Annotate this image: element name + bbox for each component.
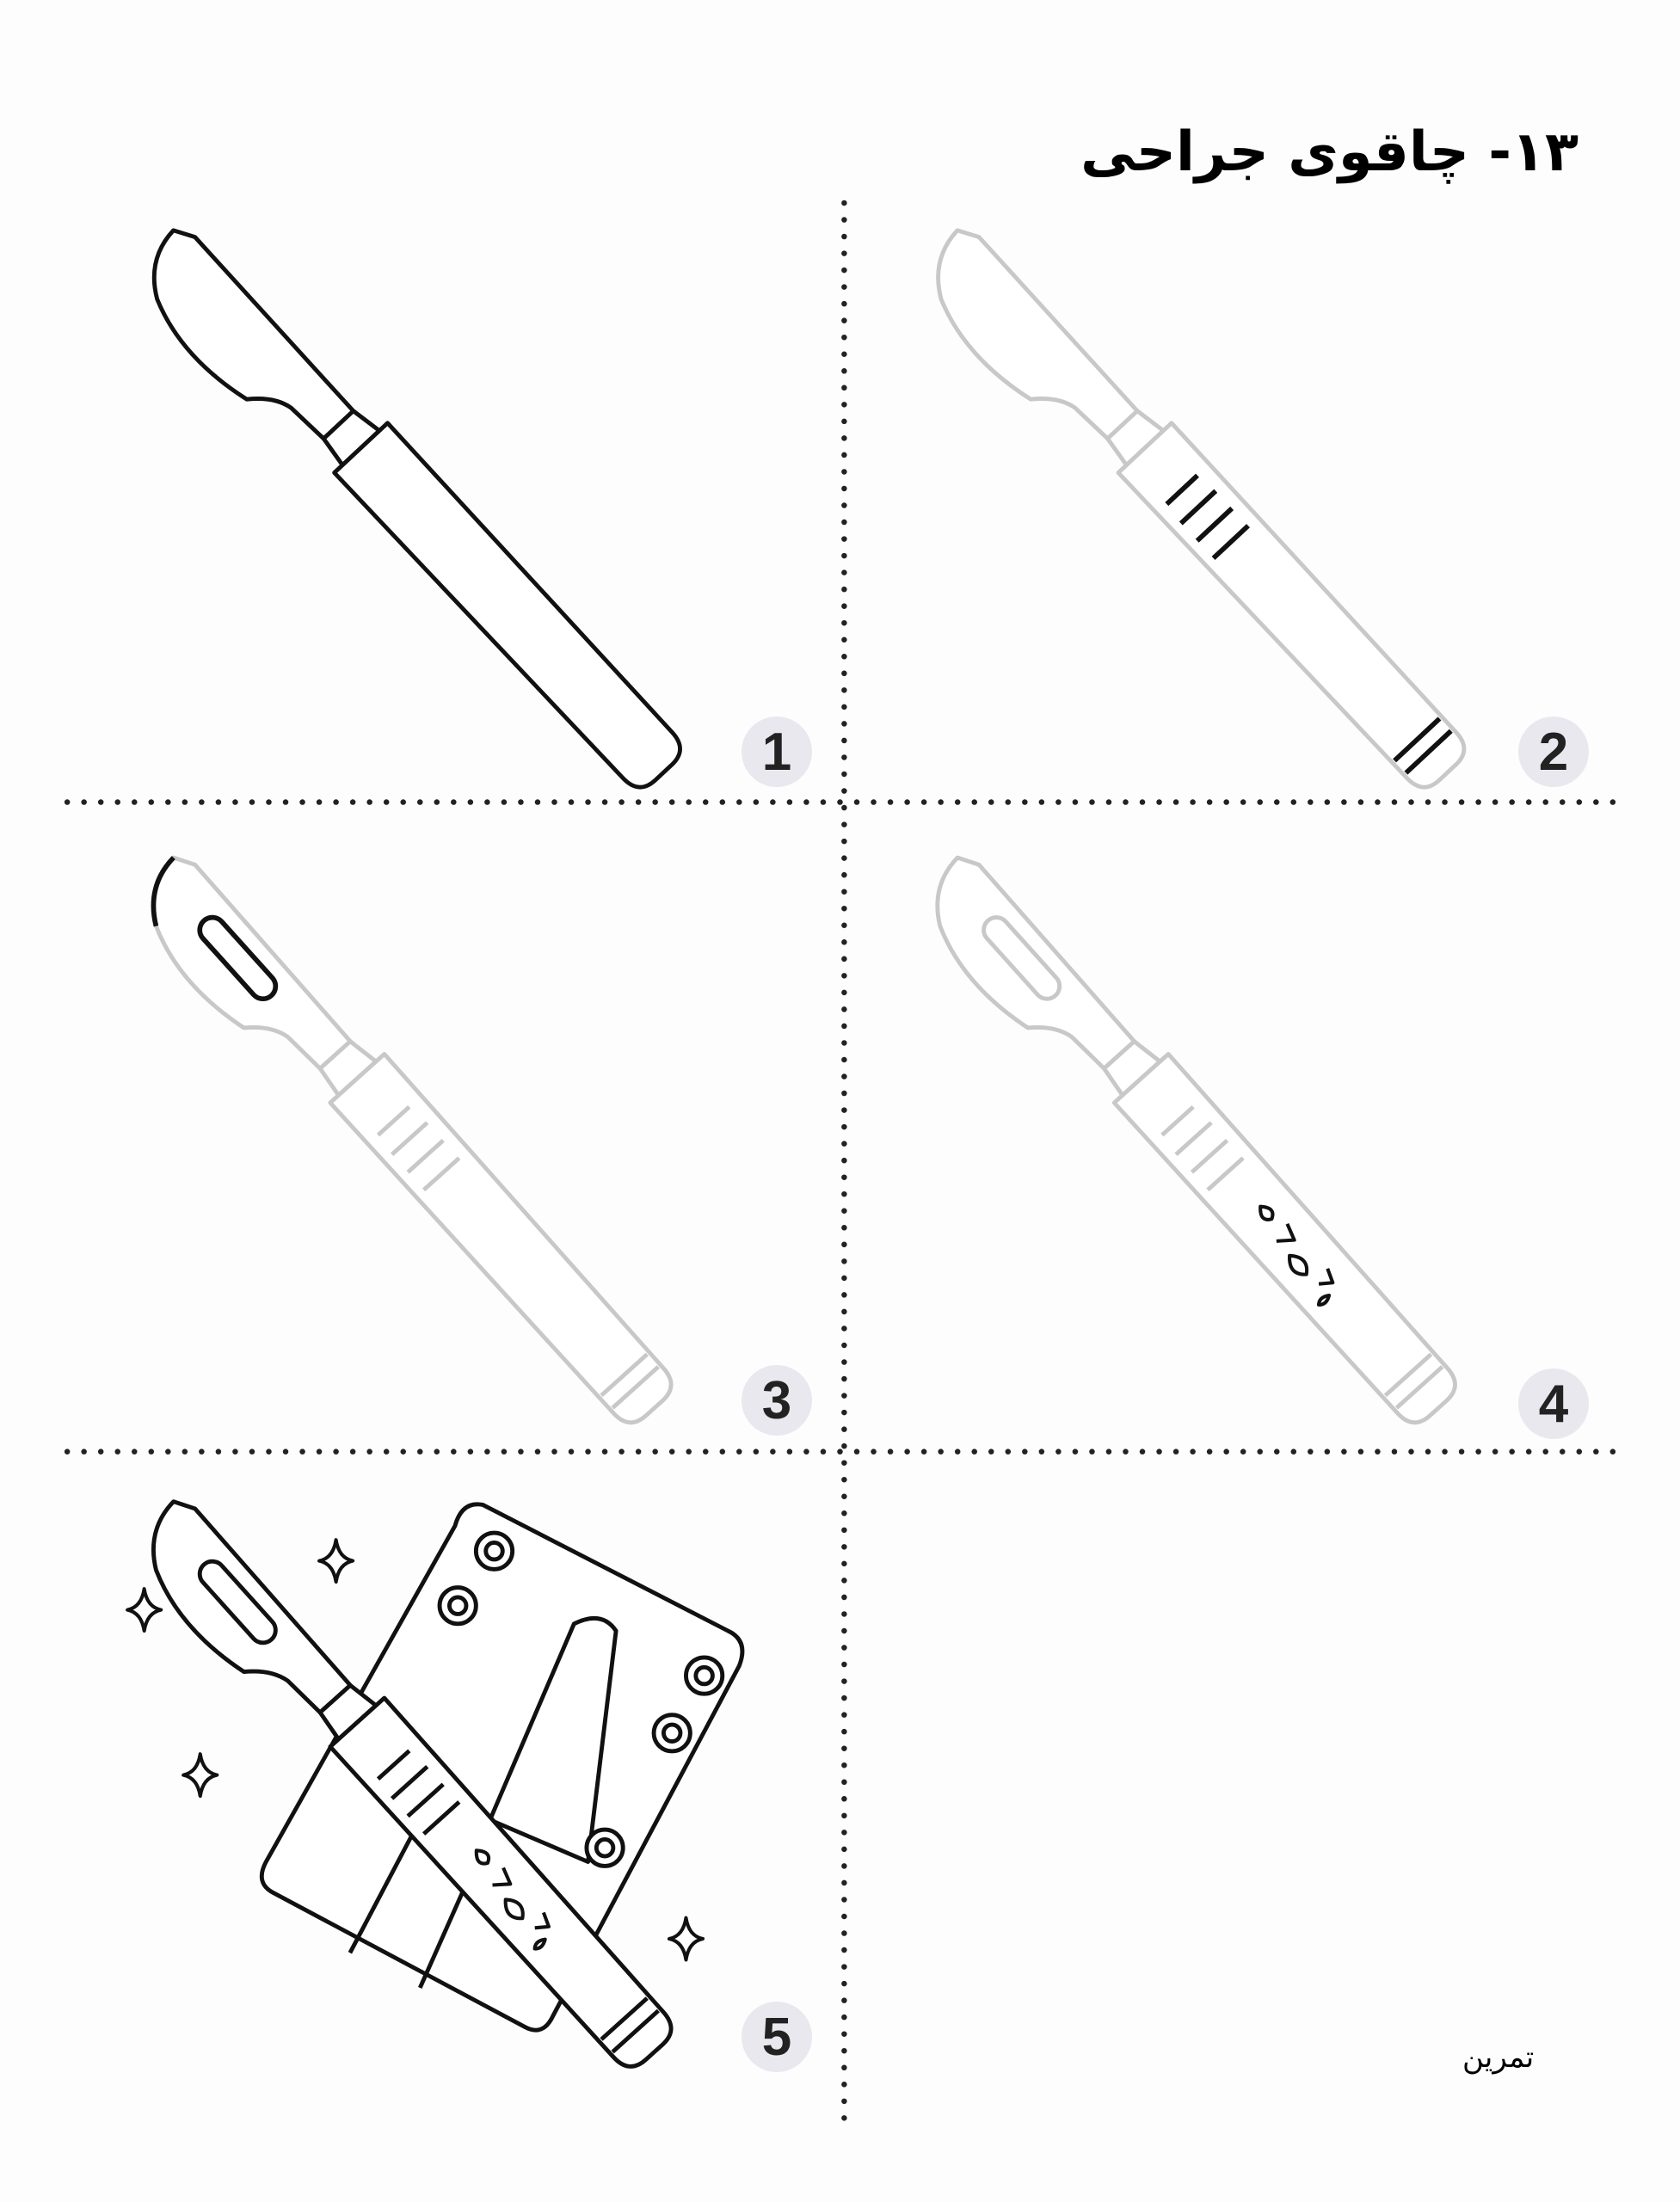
scalpel-step-4 (905, 840, 1465, 1448)
sparkle-icons (126, 1538, 705, 1962)
scalpel-step-1 (121, 213, 690, 813)
step-number-badge: 1 (742, 717, 812, 787)
rivets (437, 1530, 725, 1868)
step-number-badge: 5 (742, 2002, 812, 2072)
practice-label: تمرین (1462, 2040, 1535, 2075)
scalpel-step-5-final (121, 1485, 745, 2092)
step-number-badge: 2 (1518, 717, 1589, 787)
scalpel-step-2 (906, 213, 1474, 813)
step-number-badge: 4 (1518, 1369, 1589, 1439)
page-title: ۱۳- چاقوی جراحی (1080, 120, 1578, 184)
sheath (259, 1502, 745, 2033)
step-number-badge: 3 (742, 1365, 812, 1436)
dotted-dividers (64, 200, 1628, 2134)
scalpel-step-3 (121, 840, 681, 1448)
